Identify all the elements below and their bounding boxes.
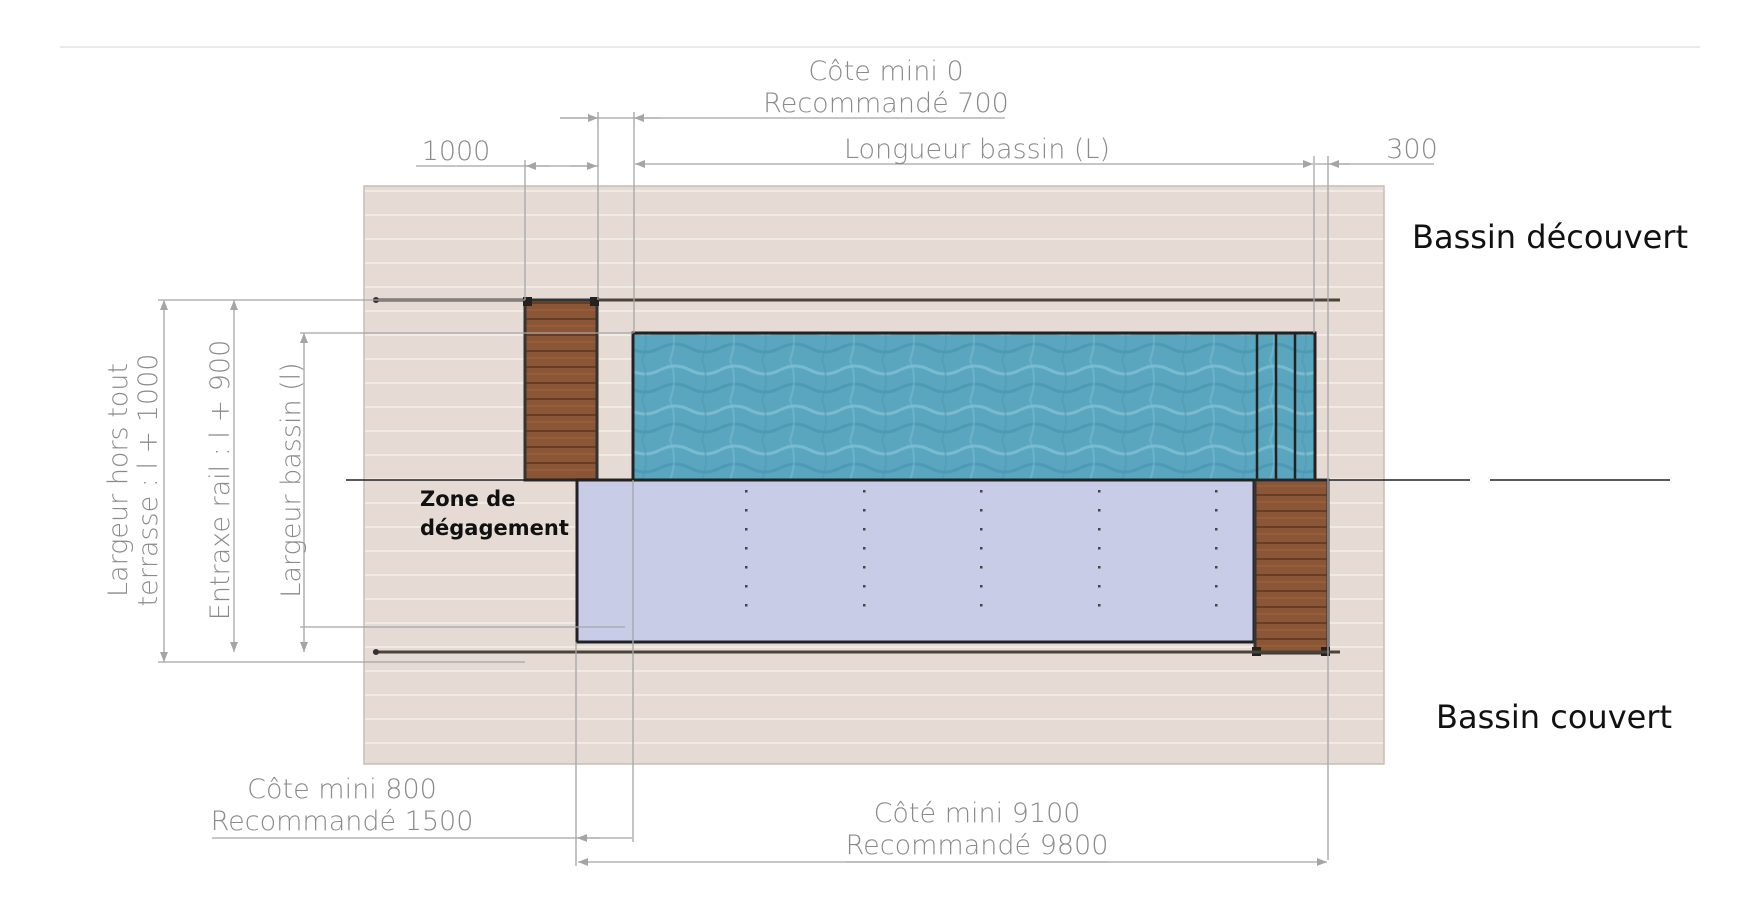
cover-dot [745,566,748,569]
cover-dot [863,547,866,550]
largeur-hors-tout-line2: terrasse : l + 1000 [133,354,164,607]
cover-dot [980,585,983,588]
cover-dot [863,604,866,607]
cover-dot [863,585,866,588]
cote-mini-800-label: Côte mini 800 [247,774,437,805]
pool-water [631,331,1317,482]
zone-degagement-line1: Zone de [420,487,515,511]
entraxe-rail-label: Entraxe rail : l + 900 [205,340,236,620]
rail-bottom-end [373,649,379,655]
cover-dot [980,528,983,531]
largeur-bassin-label: Largeur bassin (l) [276,362,307,597]
cover-dot [863,490,866,493]
cover-dot [863,566,866,569]
cover-dot [1215,528,1218,531]
cover-dot [980,547,983,550]
recommande-9800-label: Recommandé 9800 [846,830,1109,861]
cover-dot [1098,547,1101,550]
dim-300-label: 300 [1386,134,1438,165]
cover-dot [1215,509,1218,512]
cote-mini-top-label: Côte mini 0 [808,56,963,87]
cover-dot [1215,566,1218,569]
cover-dot [980,566,983,569]
cover-dot [745,585,748,588]
cover-dot [1215,547,1218,550]
bassin-decouvert-label: Bassin découvert [1412,218,1688,256]
zone-degagement-line2: dégagement [420,516,569,540]
cover-dot [863,509,866,512]
cover-dot [745,604,748,607]
cover-dot [1215,490,1218,493]
cover-dot [1098,566,1101,569]
largeur-hors-tout-line1: Largeur hors tout [103,363,134,597]
cover-dot [980,604,983,607]
cover-dot [745,509,748,512]
deck-corner-tl [523,297,532,306]
cover-dot [745,547,748,550]
deck-corner-tr [590,297,599,306]
cote-mini-9100-label: Côté mini 9100 [874,798,1081,829]
cover-dot [1215,585,1218,588]
cover-dot [980,509,983,512]
cover-dot [1098,490,1101,493]
cover-dot-grid [745,490,1218,607]
cover-dot [980,490,983,493]
wood-deck-right [1253,478,1330,655]
cover-dot [745,528,748,531]
cover-dot [745,490,748,493]
bassin-couvert-label: Bassin couvert [1436,698,1672,736]
wood-deck-left [523,298,599,482]
cover-dot [1098,585,1101,588]
cover-dot [1098,528,1101,531]
cover-dot [863,528,866,531]
recommande-1500-label: Recommandé 1500 [211,806,474,837]
longueur-bassin-label: Longueur bassin (L) [844,134,1110,165]
pool-cover [575,478,1256,644]
cover-dot [1098,604,1101,607]
dim-1000-label: 1000 [422,136,491,167]
cover-dot [1215,604,1218,607]
recommande-top-label: Recommandé 700 [763,88,1009,119]
cover-dot [1098,509,1101,512]
